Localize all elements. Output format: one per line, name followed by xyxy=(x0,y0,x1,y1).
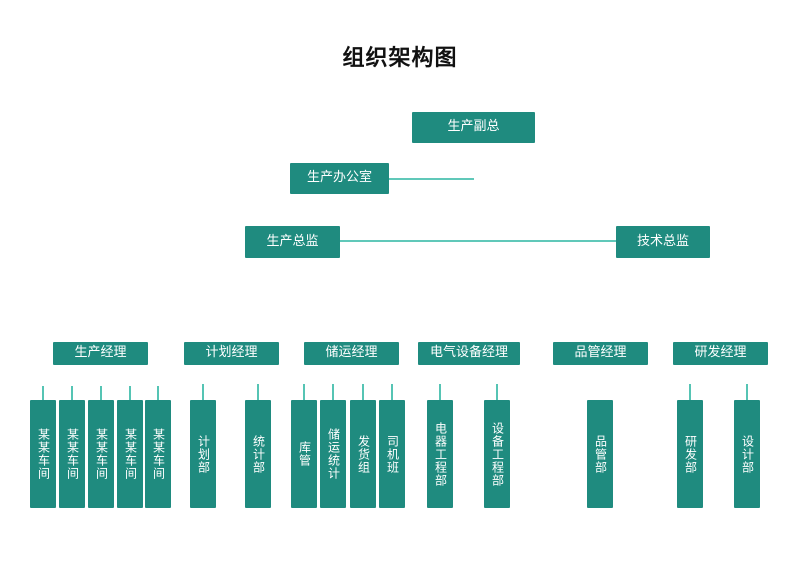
node-design-dept: 设计部 xyxy=(734,400,760,508)
node-workshop: 某某车间 xyxy=(59,400,85,508)
node-storage-statistics: 储运统计 xyxy=(320,400,346,508)
node-quality-manager: 品管经理 xyxy=(553,342,648,365)
node-driver-team: 司机班 xyxy=(379,400,405,508)
node-rd-manager: 研发经理 xyxy=(673,342,768,365)
node-production-manager: 生产经理 xyxy=(53,342,148,365)
node-electrical-engineering: 电器工程部 xyxy=(427,400,453,508)
node-equipment-engineering: 设备工程部 xyxy=(484,400,510,508)
node-storage-manager: 储运经理 xyxy=(304,342,399,365)
node-electrical-manager: 电气设备经理 xyxy=(418,342,520,365)
node-production-director: 生产总监 xyxy=(245,226,340,258)
node-workshop: 某某车间 xyxy=(145,400,171,508)
node-workshop: 某某车间 xyxy=(88,400,114,508)
node-planning-manager: 计划经理 xyxy=(184,342,279,365)
node-shipping-team: 发货组 xyxy=(350,400,376,508)
node-statistics-dept: 统计部 xyxy=(245,400,271,508)
node-vp: 生产副总 xyxy=(412,112,535,143)
node-quality-dept: 品管部 xyxy=(587,400,613,508)
node-workshop: 某某车间 xyxy=(117,400,143,508)
node-rd-dept: 研发部 xyxy=(677,400,703,508)
node-planning-dept: 计划部 xyxy=(190,400,216,508)
node-workshop: 某某车间 xyxy=(30,400,56,508)
node-warehouse: 库管 xyxy=(291,400,317,508)
node-technical-director: 技术总监 xyxy=(616,226,710,258)
node-office: 生产办公室 xyxy=(290,163,389,194)
chart-title: 组织架构图 xyxy=(342,46,458,71)
